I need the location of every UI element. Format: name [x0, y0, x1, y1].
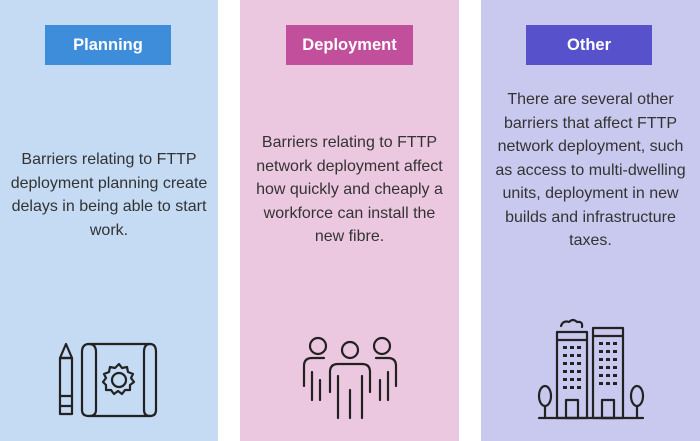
- other-title: Other: [526, 25, 652, 65]
- buildings-trees-icon: [537, 318, 645, 420]
- deployment-title: Deployment: [286, 25, 413, 65]
- other-description: There are several other barriers that af…: [495, 91, 686, 249]
- planning-description: Barriers relating to FTTP deployment pla…: [10, 151, 208, 239]
- other-column: Other There are several other barriers t…: [481, 0, 700, 441]
- workforce-people-icon: [302, 336, 398, 420]
- planning-column: Planning Barriers relating to FTTP deplo…: [0, 0, 218, 441]
- blueprint-pencil-gear-icon: [58, 342, 158, 418]
- planning-title: Planning: [45, 25, 171, 65]
- deployment-description: Barriers relating to FTTP network deploy…: [256, 134, 443, 245]
- deployment-column: Deployment Barriers relating to FTTP net…: [240, 0, 459, 441]
